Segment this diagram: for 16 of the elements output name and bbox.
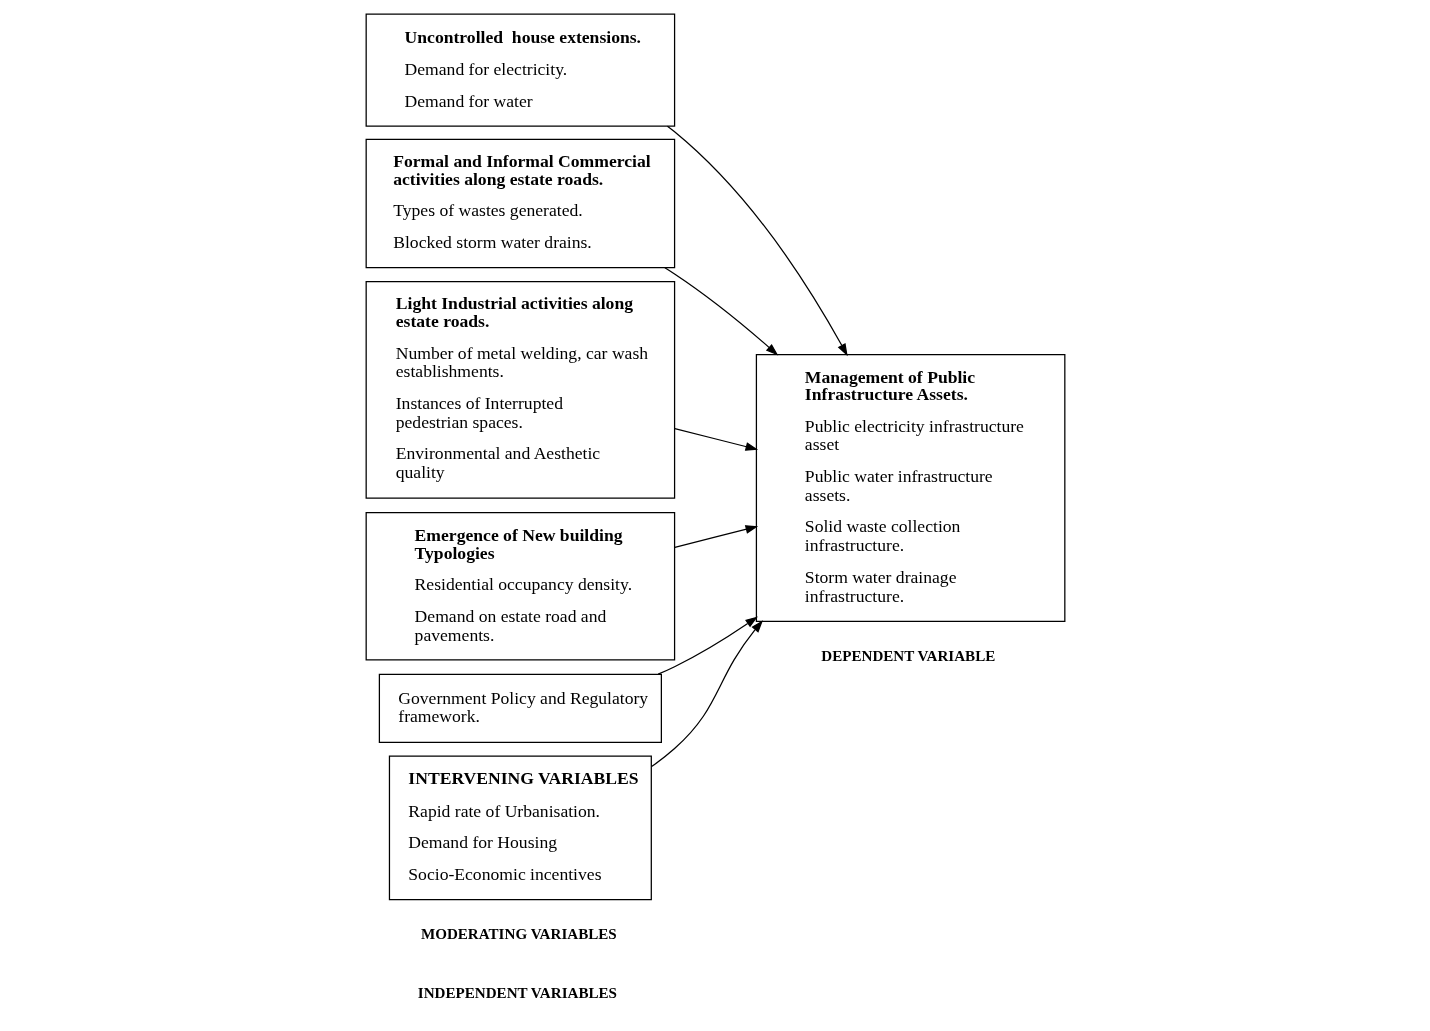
label: MODERATING VARIABLES [420, 925, 617, 942]
arrow [650, 619, 763, 767]
node-box: INTERVENING VARIABLES Rapid rate of Urbanisation. Demand for Housing Socio-Economic incentives [388, 755, 652, 900]
node-box: Formal and Informal Commercial activities along estate roads. Types of wastes generated. Blocked storm water drains. [365, 138, 675, 268]
arrow [657, 615, 758, 675]
node-box: Uncontrolled house extensions. Demand for electricity. Demand for water [365, 12, 675, 127]
arrow [673, 524, 758, 548]
label: INDEPENDENT VARIABLES [417, 984, 617, 1001]
arrow [663, 266, 778, 356]
arrow [666, 125, 848, 356]
node-box: Light Industrial activities along estate roads. Number of metal welding, car wash establishments. Instances of Interrupted pedestrian spaces. Environmental and Aesthetic quality [365, 280, 675, 499]
node-box: Government Policy and Regulatory framework. [378, 673, 662, 743]
node-box: Emergence of New building Typologies Residential occupancy density. Demand on estate road and pavements. [365, 511, 675, 660]
node-box: Management of Public Infrastructure Assets. Public electricity infrastructure asset Public water infrastructure assets. Solid waste collection infrastructure. Storm water drainage infrastructure. [755, 353, 1065, 622]
arrow [673, 427, 758, 451]
label: DEPENDENT VARIABLE [820, 647, 995, 664]
